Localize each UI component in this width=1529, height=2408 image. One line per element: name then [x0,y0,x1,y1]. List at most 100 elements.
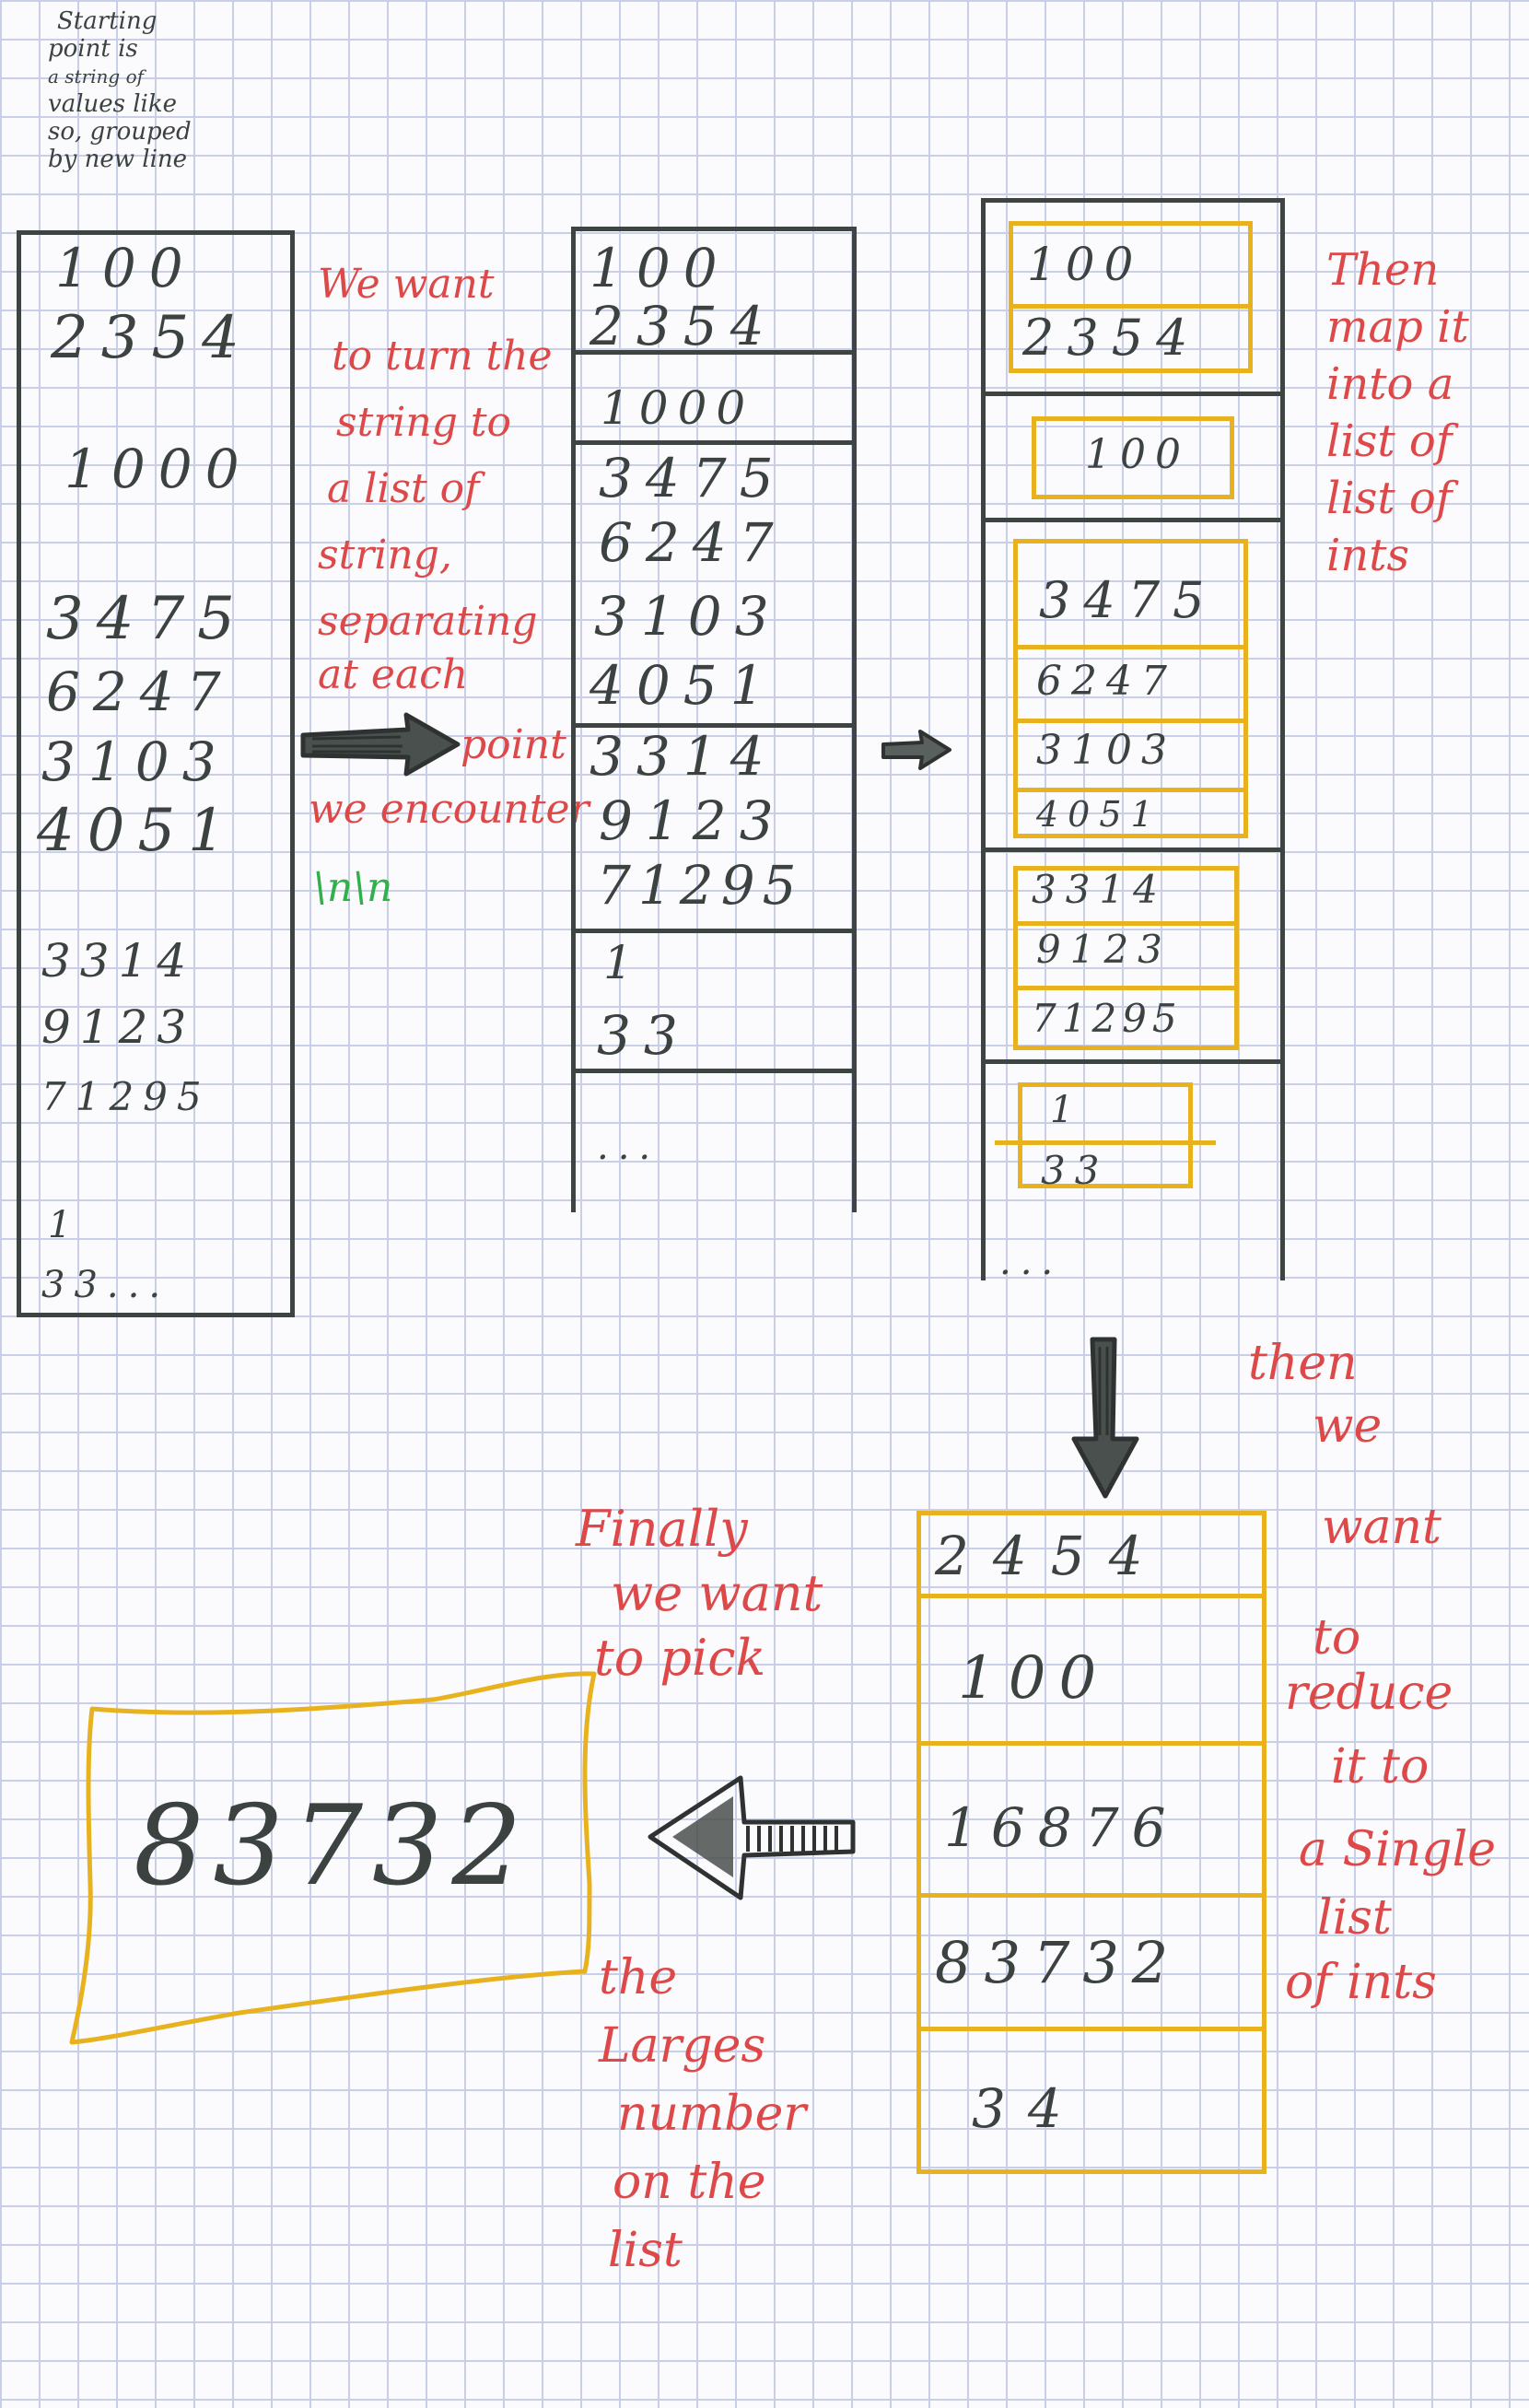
reduced-item: 100 [958,1644,1110,1712]
string-item: 6247 [599,511,787,574]
group-divider [571,929,857,933]
ellipsis: ... [597,1126,660,1168]
raw-string-box [17,230,295,1317]
string-item: 33 [597,1004,691,1067]
step3-line: want [1322,1500,1441,1555]
int-item: 4051 [1036,794,1162,835]
int-group-box [1032,416,1234,499]
step1-line: separating [318,598,538,645]
step3-note: then we want to reduce it to a Single li… [1248,1336,1496,2010]
int-item: 100 [1085,431,1190,478]
step4-line: Larges [599,2018,766,2074]
int-item: 71295 [1032,996,1183,1041]
string-item: 9123 [599,789,787,852]
step1-line: we encounter [309,786,589,833]
arrow-left-icon [648,1775,856,1900]
raw-value: 71295 [41,1074,211,1119]
raw-value: 33... [41,1264,170,1306]
step2-line: map it [1326,301,1469,353]
int-item: 3475 [1039,571,1218,629]
step2-line: ints [1326,530,1410,581]
arrow-down-icon [1071,1337,1139,1499]
int-item: 3103 [1036,727,1176,774]
int-divider [1013,986,1239,990]
reduced-divider [916,1594,1266,1598]
step3-line: then [1248,1336,1358,1391]
int-item: 100 [1027,238,1143,291]
string-item: 1000 [601,381,755,435]
intro-line: by new line [48,146,188,173]
step4-line: we want [611,1564,823,1622]
string-item: 3475 [599,447,787,509]
string-list-box [571,227,857,1212]
int-item: 33 [1041,1148,1109,1193]
group-divider [981,518,1285,522]
arrow-right-icon [300,712,461,777]
raw-value: 9123 [41,1000,196,1054]
intro-line: point is [48,35,138,63]
intro-line: so, grouped [48,118,192,146]
int-group-box [1009,221,1253,373]
step4-line: the [599,1950,678,2005]
step2-line: into a [1326,358,1454,410]
group-divider [571,1069,857,1073]
step4-note-bottom: the Larges number on the list [599,1944,806,2285]
step1-line: to turn the [332,333,553,380]
group-divider [571,350,857,355]
result-frame [69,1671,597,2045]
string-item: 1 [603,936,642,989]
step3-line: it to [1331,1739,1430,1794]
reduced-item: 2454 [935,1525,1167,1587]
intro-line: a string of [48,65,145,88]
step1-line: string, [318,532,452,579]
step3-line: to [1313,1610,1361,1666]
group-divider [571,440,857,445]
int-list-box [981,198,1285,1280]
string-item: 71295 [597,854,804,917]
step3-line: we [1313,1398,1383,1454]
int-item: 2354 [1022,309,1201,367]
arrow-right-icon [881,730,951,770]
int-divider [995,1140,1216,1145]
int-group-box [1013,866,1239,1050]
raw-value: 3475 [46,585,248,653]
step3-line: reduce [1285,1666,1453,1721]
reduced-divider [916,1741,1266,1746]
raw-value: 1000 [64,438,252,500]
int-item: 1 [1050,1089,1083,1131]
reduced-item: 16876 [944,1796,1179,1859]
string-item: 3103 [594,585,782,648]
string-item: 100 [589,237,730,299]
step1-line: string to [336,399,512,446]
step4-line: number [617,2087,807,2142]
group-divider [981,847,1285,852]
intro-line: values like [48,90,178,118]
group-divider [571,723,857,728]
step3-line: list [1317,1890,1392,1946]
raw-value: 6247 [46,660,234,723]
step4-line: list [608,2223,683,2278]
int-group-box [1013,539,1248,838]
int-item: 6247 [1036,658,1176,705]
step2-line: Then [1326,244,1440,296]
step4-note-top: Finally we want to pick [576,1497,823,1690]
raw-value: 3314 [41,934,196,988]
reduced-divider [916,2027,1266,2031]
string-item: 4051 [589,654,777,717]
step2-note: Then map it into a list of list of ints [1326,241,1469,584]
raw-value: 100 [55,237,196,299]
step1-line: at each [318,651,469,698]
int-group-box [1018,1082,1193,1188]
reduced-list-box [916,1511,1266,2174]
string-item: 2354 [589,295,777,357]
step3-line: a Single [1299,1822,1496,1877]
result-value: 83732 [134,1783,531,1911]
raw-value: 4051 [37,797,239,865]
int-divider [1013,921,1239,926]
group-divider [981,392,1285,396]
int-divider [1013,788,1248,792]
step1-line: a list of [327,465,480,512]
step1-line: We want [318,261,495,308]
step1-line: point [461,721,566,768]
group-divider [981,1059,1285,1064]
